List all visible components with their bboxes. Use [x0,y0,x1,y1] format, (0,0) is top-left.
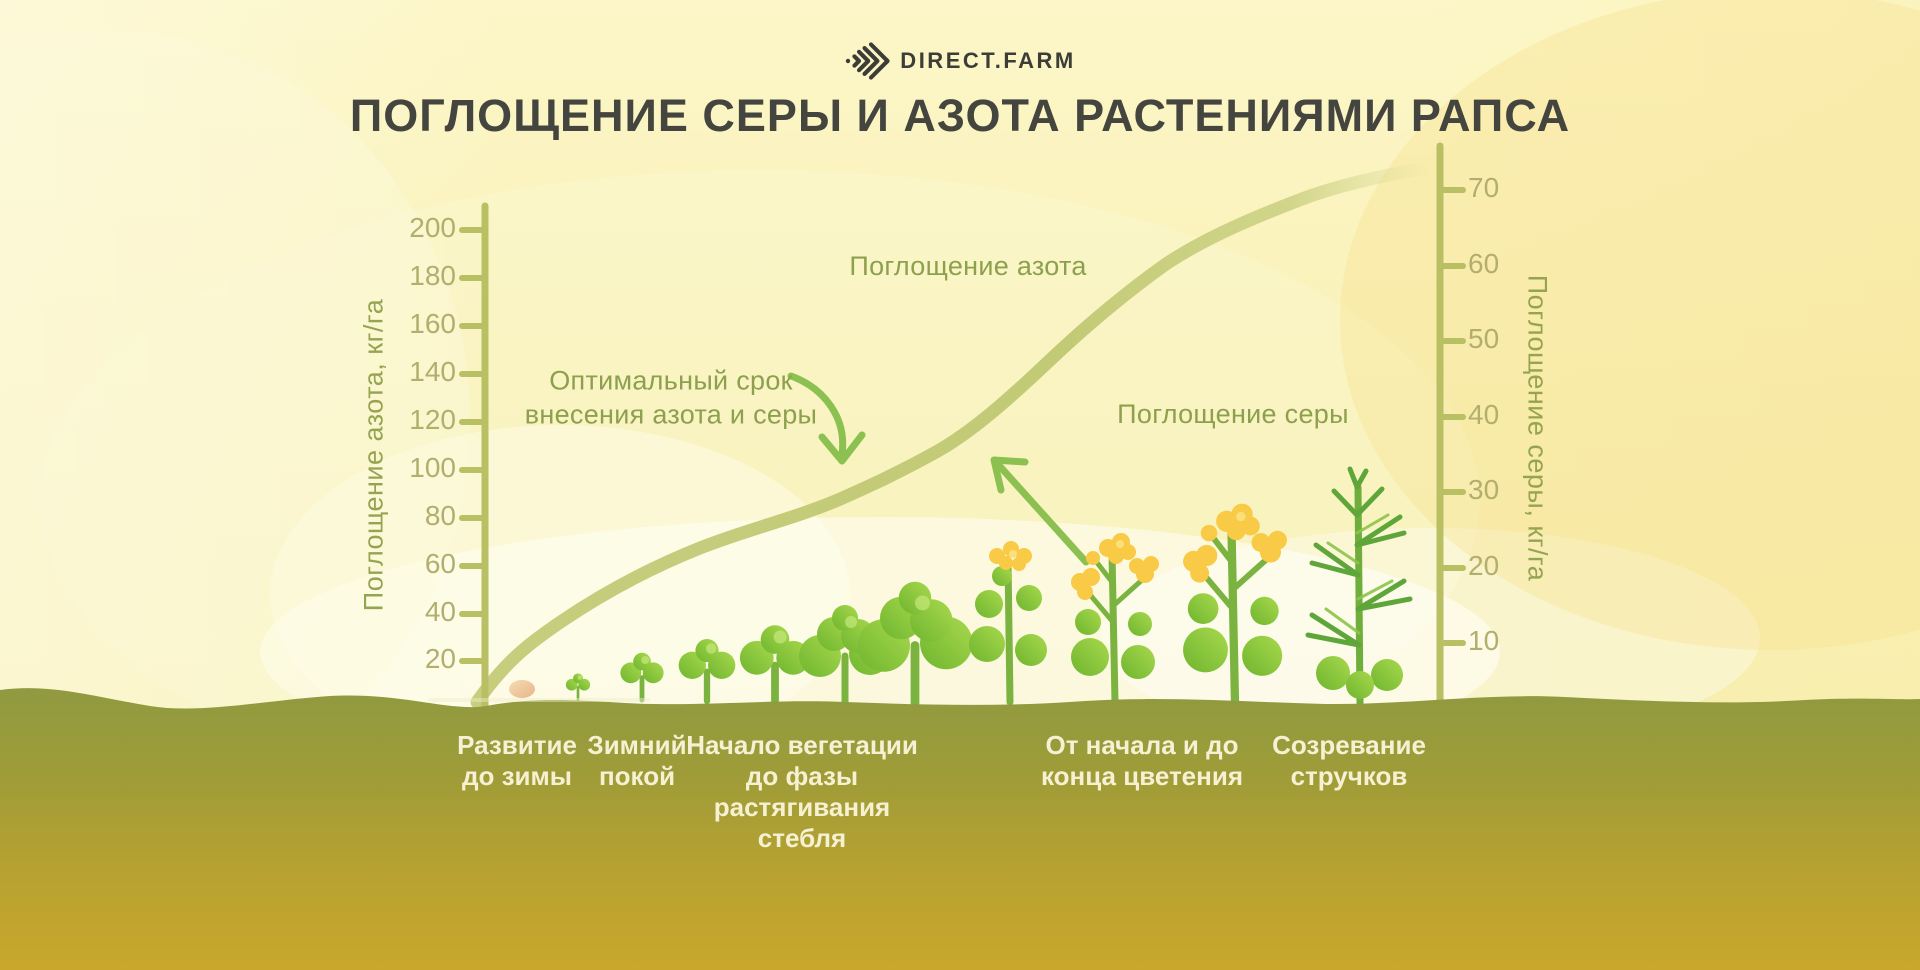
y-axis-left-title: Поглощение азота, кг/га [358,298,389,612]
absorption-curve [470,161,1435,709]
annotation-nitrogen: Поглощение азота [849,251,1087,282]
y-left-tick-200: 200 [409,212,456,243]
sulfur-arrow [990,456,1090,566]
stage-label-3: Начало вегетации до фазы растягивания ст… [686,730,918,853]
y-axis-right-title: Поглощение серы, кг/га [1522,274,1553,582]
stage-label-4: От начала и до конца цветения [1040,730,1244,791]
y-right-tick-40: 40 [1468,399,1500,430]
chevrons-icon [845,42,890,80]
y-right-tick-50: 50 [1468,323,1500,354]
y-left-tick-160: 160 [409,308,456,339]
annotation-sulfur: Поглощение серы [1117,399,1349,430]
stage-label-5: Созревание стручков [1272,730,1426,791]
y-left-tick-20: 20 [424,643,456,674]
seed [509,680,535,698]
y-left-tick-120: 120 [409,404,456,435]
plant-growth-sequence [509,469,1410,703]
y-right-tick-70: 70 [1468,172,1500,203]
y-axis-right [1436,142,1466,716]
y-right-tick-30: 30 [1468,474,1500,505]
y-right-tick-20: 20 [1468,550,1500,581]
brand-logo: DIRECT.FARM [844,42,1075,80]
ground [0,688,1920,970]
y-left-tick-80: 80 [424,500,456,531]
brand-name: DIRECT.FARM [900,48,1076,73]
annotation-optimal-period: Оптимальный срок внесения азота и серы [524,365,818,429]
y-right-tick-60: 60 [1468,248,1500,279]
y-axis-left [459,202,489,716]
optimal-period-arrow [787,372,866,465]
stage-label-1: Развитие до зимы [457,730,577,791]
stage-label-2: Зимний покой [587,730,687,791]
y-left-tick-180: 180 [409,260,456,291]
background-glow [0,0,1920,810]
y-right-tick-10: 10 [1468,625,1500,656]
y-left-tick-40: 40 [424,596,456,627]
y-left-tick-140: 140 [409,356,456,387]
y-left-tick-60: 60 [424,548,456,579]
y-left-tick-100: 100 [409,452,456,483]
page-title: ПОГЛОЩЕНИЕ СЕРЫ И АЗОТА РАСТЕНИЯМИ РАПСА [349,90,1571,141]
